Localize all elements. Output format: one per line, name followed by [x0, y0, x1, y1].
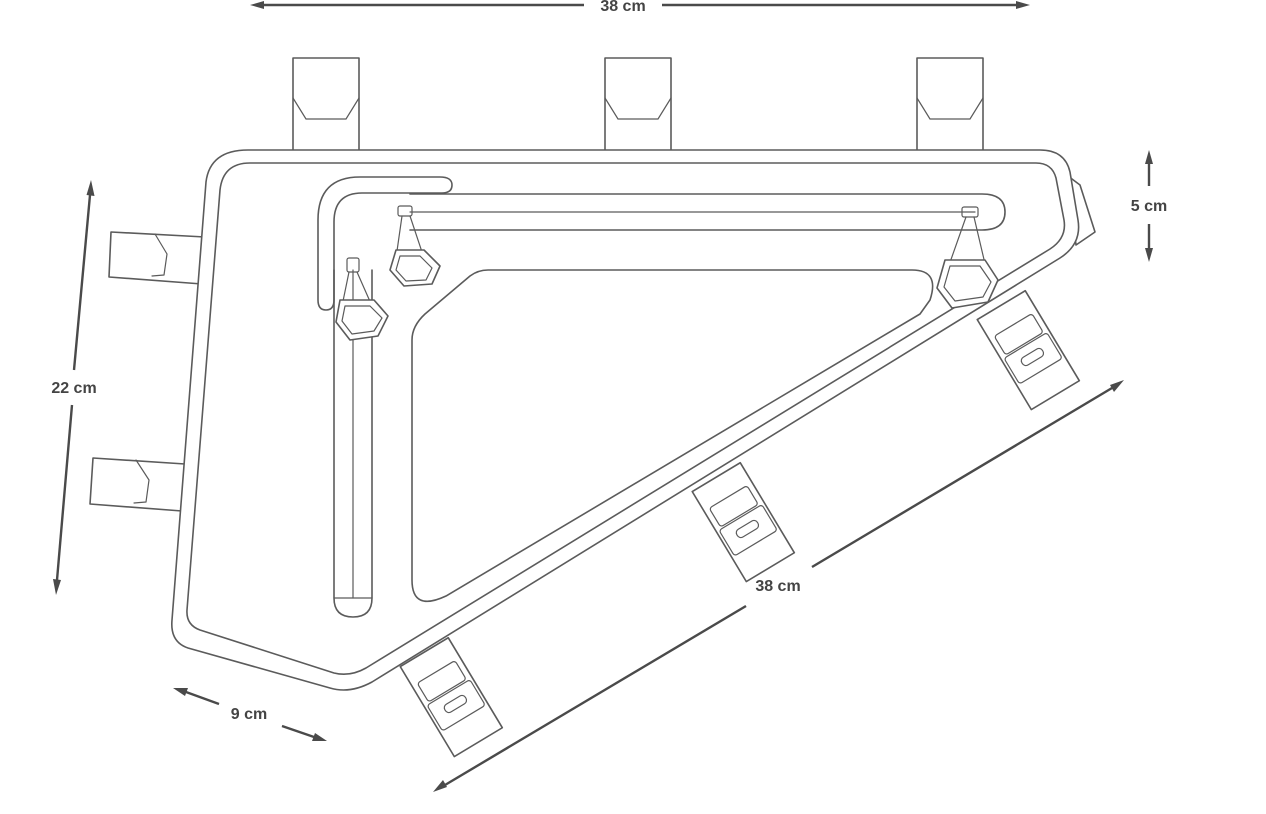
bottom-strap-middle: [691, 461, 796, 583]
dimension-label-rear-height: 5 cm: [1131, 198, 1167, 215]
dimension-bottom: 38 cm: [433, 380, 1124, 792]
dimension-top: 38 cm: [250, 0, 1030, 15]
inner-pocket: [411, 269, 934, 603]
zipper-slider-left: [397, 205, 413, 217]
zipper-pull-vertical: [335, 271, 389, 341]
dimension-rear-height: 5 cm: [1131, 150, 1167, 262]
zipper-pull-left: [389, 215, 441, 287]
top-strap-middle: [604, 57, 672, 153]
top-strap-left: [292, 57, 360, 153]
zipper-pull-right: [936, 216, 999, 309]
dimension-label-bottom: 38 cm: [755, 578, 800, 595]
dimension-label-width: 9 cm: [231, 706, 267, 723]
dimension-width: 9 cm: [173, 688, 327, 741]
front-strap-lower: [89, 457, 186, 512]
zipper-slider-right: [961, 206, 979, 218]
bottom-strap-front: [399, 636, 504, 758]
top-strap-right: [916, 57, 984, 153]
dimension-front-height: 22 cm: [51, 180, 97, 595]
bottom-strap-rear: [976, 289, 1081, 411]
bag-body: [171, 149, 1080, 691]
zipper-slider-vertical: [346, 257, 360, 273]
dimension-label-top: 38 cm: [600, 0, 645, 15]
dimension-label-front-height: 22 cm: [51, 380, 96, 397]
front-strap-upper: [108, 231, 206, 285]
horizontal-zipper: [397, 193, 1006, 231]
